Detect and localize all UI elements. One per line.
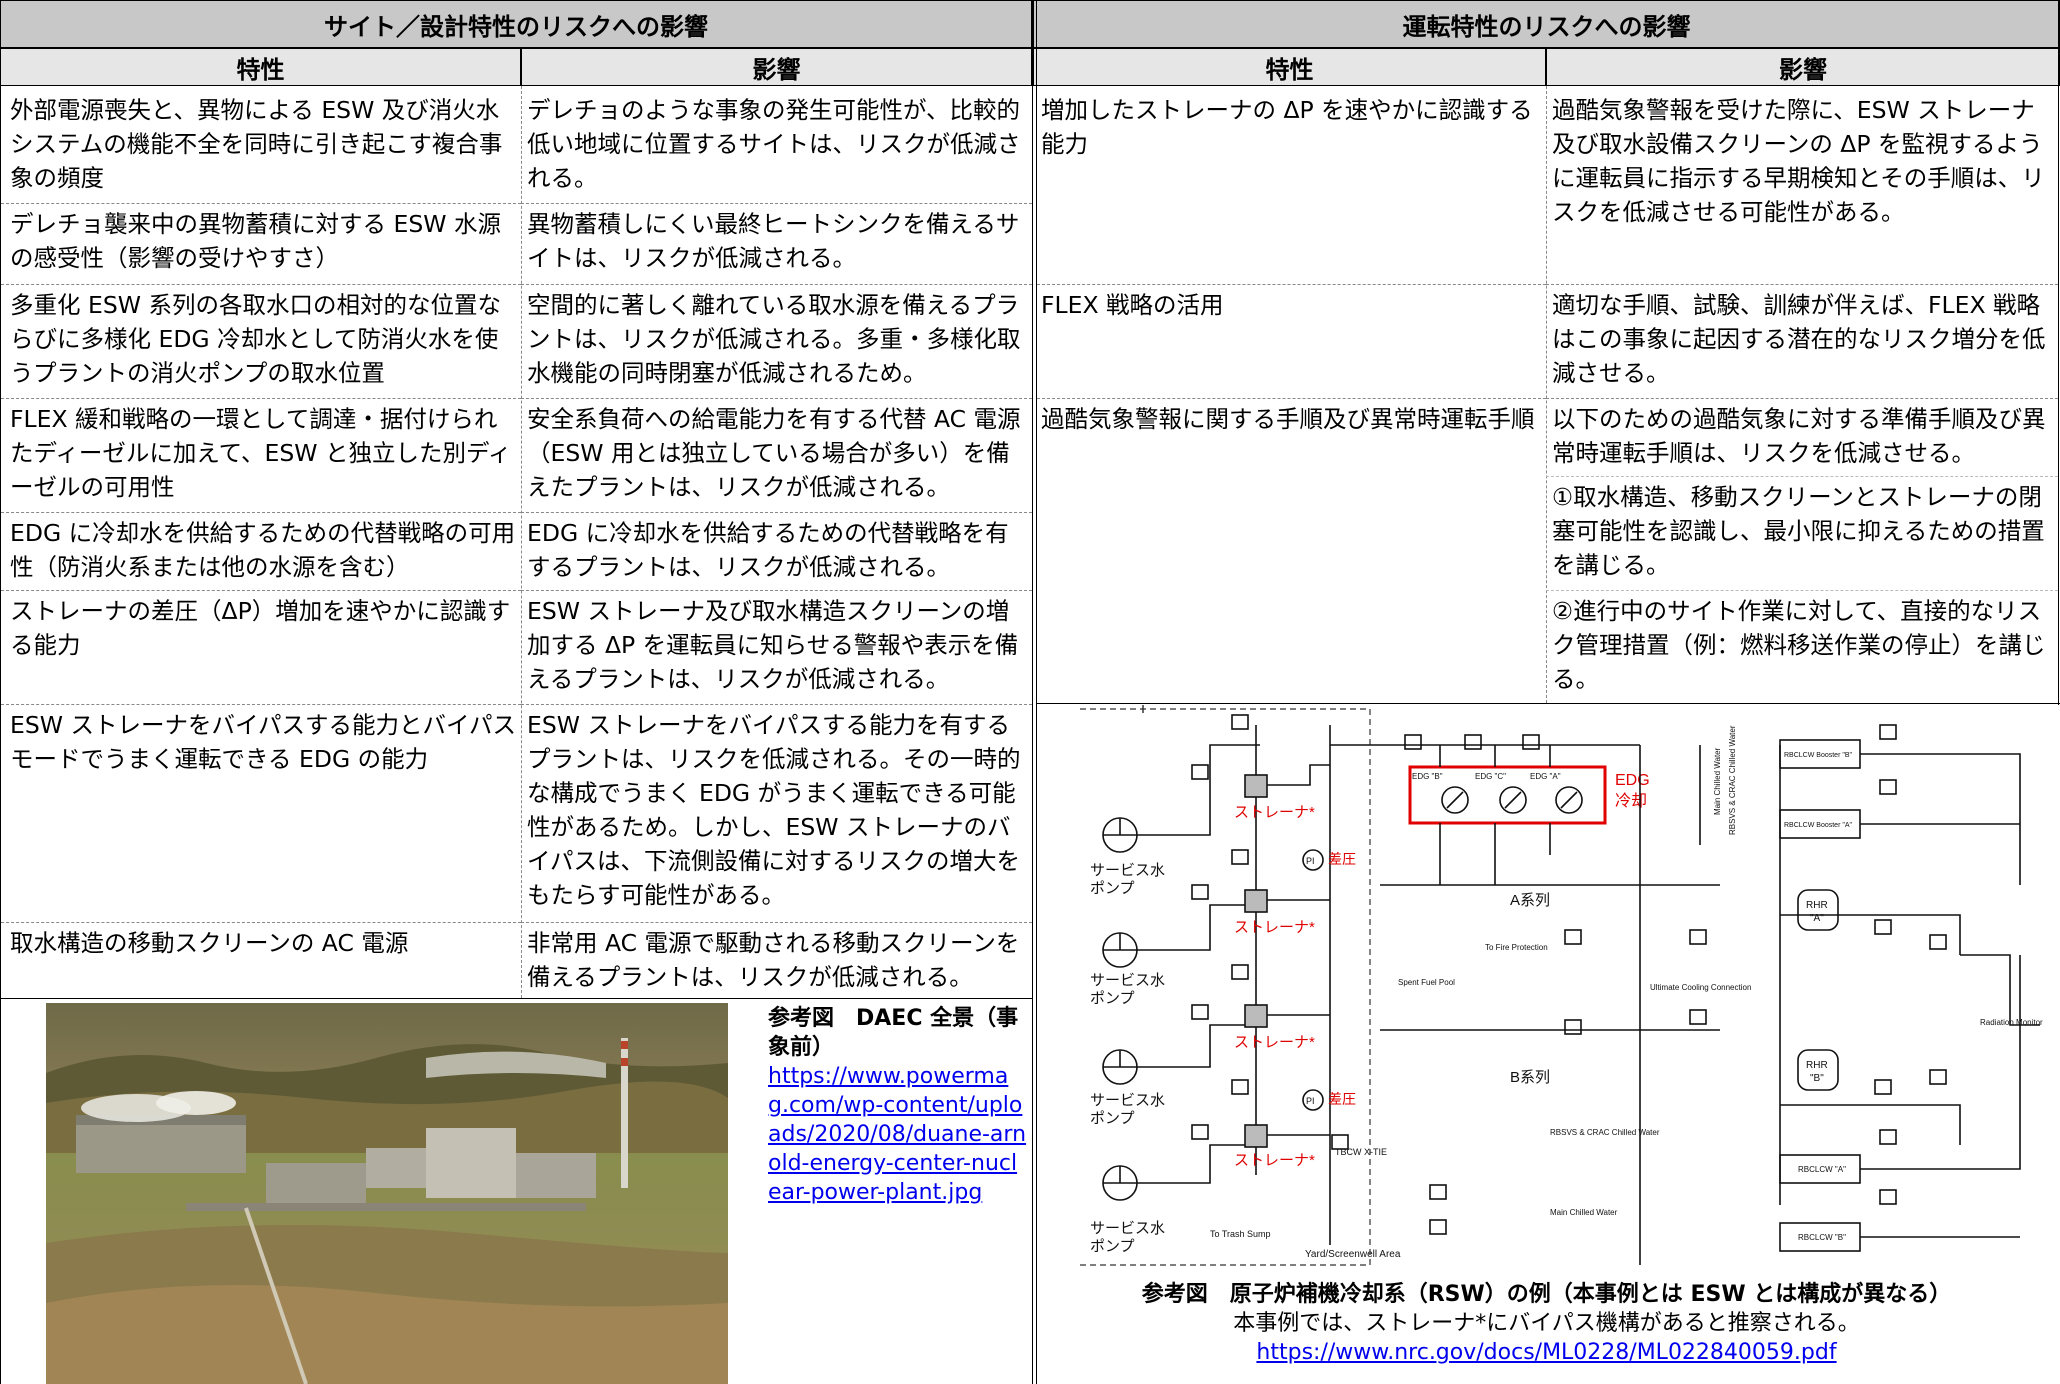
- pump-label-4b: ポンプ: [1090, 1238, 1135, 1255]
- left-row-8-characteristic: 取水構造の移動スクリーンの AC 電源: [1, 922, 521, 998]
- pump-label-3b: ポンプ: [1090, 1110, 1135, 1127]
- rhr-a-label-2: "A": [1810, 913, 1824, 924]
- vert-rbsvs: RBSVS & CRAC Chilled Water: [1728, 725, 1737, 835]
- right-col-characteristic-header: 特性: [1033, 48, 1546, 86]
- rhr-b-label-2: "B": [1810, 1073, 1824, 1084]
- left-row-4-characteristic: FLEX 緩和戦略の一環として調達・据付けられたディーゼルに加えて、ESW と独…: [1, 398, 521, 509]
- right-row-3-characteristic: 過酷気象警報に関する手順及び異常時運転手順: [1037, 398, 1546, 703]
- left-row-2-characteristic: デレチョ襲来中の異物蓄積に対する ESW 水源の感受性（影響の受けやすさ）: [1, 203, 521, 278]
- rbclcw-bb-label: RBCLCW Booster "B": [1784, 752, 1853, 759]
- section-divider: [1032, 0, 1033, 1384]
- rhr-b: [1797, 1049, 1839, 1091]
- left-row-3-impact: 空間的に著しく離れている取水源を備えるプラントは、リスクが低減される。多重・多様…: [521, 284, 1032, 395]
- rbsvs-label: RBSVS & CRAC Chilled Water: [1550, 1128, 1660, 1137]
- left-row-1-impact: デレチョのような事象の発生可能性が、比較的低い地域に位置するサイトは、リスクが低…: [527, 96, 1021, 192]
- right-section-title: 運転特性のリスクへの影響: [1033, 0, 2060, 48]
- rsw-system-diagram: Yard/Screenwell Area サービス水 ポンプ サービス水 ポンプ…: [1049, 705, 2050, 1275]
- photo-caption-title: 参考図 DAEC 全景（事象前）: [768, 1006, 1019, 1060]
- pump-label-3a: サービス水: [1090, 1092, 1165, 1109]
- right-row-3-impact-item2: ②進行中のサイト作業に対して、直接的なリスク管理措置（例：燃料移送作業の停止）を…: [1546, 590, 2058, 702]
- rad-label: Radiation Monitor: [1980, 1018, 2043, 1027]
- rhr-a-label-1: RHR: [1806, 900, 1828, 911]
- left-row-7-impact: ESW ストレーナをバイパスする能力を有するプラントは、リスクを低減される。その…: [521, 704, 1032, 922]
- diagram-caption-title: 参考図 原子炉補機冷却系（RSW）の例（本事例とは ESW とは構成が異なる）: [1141, 1282, 1952, 1307]
- diagram-caption: 参考図 原子炉補機冷却系（RSW）の例（本事例とは ESW とは構成が異なる） …: [1033, 1280, 2060, 1367]
- right-col-divider: [1546, 86, 1547, 703]
- fire-label: To Fire Protection: [1485, 943, 1548, 952]
- strainer-label-2: ストレーナ*: [1234, 919, 1315, 936]
- right-col-impact-header: 影響: [1546, 48, 2060, 86]
- left-row-5-characteristic: EDG に冷却水を供給するための代替戦略の可用性（防消火系または他の水源を含む）: [1, 512, 521, 588]
- train-b-label: B系列: [1510, 1069, 1550, 1086]
- pi-1: PI: [1306, 856, 1315, 866]
- left-section-title: サイト／設計特性のリスクへの影響: [0, 0, 1032, 48]
- left-row-8-impact: 非常用 AC 電源で駆動される移動スクリーンを備えるプラントは、リスクが低減され…: [521, 922, 1032, 998]
- yard-label: Yard/Screenwell Area: [1305, 1249, 1401, 1260]
- diagram-source-link[interactable]: https://www.nrc.gov/docs/ML0228/ML022840…: [1256, 1340, 1837, 1365]
- section-divider-2: [1036, 0, 1037, 1384]
- pi-2: PI: [1306, 1096, 1315, 1106]
- edg-highlight-box: [1408, 765, 1607, 825]
- left-row-7-characteristic: ESW ストレーナをバイパスする能力とバイパスモードでうまく運転できる EDG …: [1, 704, 521, 922]
- left-col-characteristic-header: 特性: [0, 48, 521, 86]
- mo-valves: [1191, 714, 1947, 1235]
- rbclcw-a-label: RBCLCW "A": [1798, 1165, 1846, 1174]
- left-row-4-impact: 安全系負荷への給電能力を有する代替 AC 電源（ESW 用とは独立している場合が…: [521, 398, 1032, 509]
- left-row-3-characteristic: 多重化 ESW 系列の各取水口の相対的な位置ならびに多様化 EDG 冷却水として…: [1, 284, 521, 395]
- rhr-b-label-1: RHR: [1806, 1060, 1828, 1071]
- dp-label-1: 差圧: [1328, 851, 1356, 867]
- pump-label-2a: サービス水: [1090, 972, 1165, 989]
- left-row-2-impact: 異物蓄積しにくい最終ヒートシンクを備えるサイトは、リスクが低減される。: [521, 203, 1032, 278]
- tbcw-label: TBCW X-TIE: [1335, 1147, 1387, 1157]
- strainer-label-3: ストレーナ*: [1234, 1034, 1315, 1051]
- left-row-1-characteristic: 外部電源喪失と、異物による ESW 及び消火水システムの機能不全を同時に引き起こ…: [10, 96, 503, 192]
- left-col-divider: [521, 86, 522, 998]
- left-table-bottom: [0, 998, 1032, 999]
- vert-main-chilled: Main Chilled Water: [1713, 747, 1722, 815]
- rbclcw-ba-label: RBCLCW Booster "A": [1784, 822, 1853, 829]
- pump-label-1a: サービス水: [1090, 862, 1165, 879]
- right-row-3-impact: 以下のための過酷気象に対する準備手順及び異常時運転手順は、リスクを低減させる。: [1546, 398, 2058, 472]
- right-row-2-characteristic: FLEX 戦略の活用: [1037, 284, 1546, 394]
- main-chilled-label: Main Chilled Water: [1550, 1208, 1618, 1217]
- plant-aerial-photo: [46, 1003, 728, 1384]
- left-row-6-characteristic: ストレーナの差圧（ΔP）増加を速やかに認識する能力: [1, 590, 521, 702]
- strainer-label-1: ストレーナ*: [1234, 804, 1315, 821]
- right-row-2-impact: 適切な手順、試験、訓練が伴えば、FLEX 戦略はこの事象に起因する潜在的なリスク…: [1546, 284, 2058, 394]
- left-col-impact-header: 影響: [521, 48, 1032, 86]
- spent-label: Spent Fuel Pool: [1398, 978, 1455, 987]
- edg-cool-label-2: 冷却: [1615, 792, 1647, 810]
- right-row-1-characteristic: 増加したストレーナの ΔP を速やかに認識する能力: [1041, 96, 1533, 158]
- rbclcw-b-label: RBCLCW "B": [1798, 1233, 1846, 1242]
- strainer-label-4: ストレーナ*: [1234, 1152, 1315, 1169]
- edg-cool-label-1: EDG: [1615, 772, 1650, 789]
- diagram-caption-note: 本事例では、ストレーナ*にバイパス機構があると推察される。: [1233, 1311, 1860, 1336]
- photo-caption: 参考図 DAEC 全景（事象前） https://www.powermag.co…: [768, 1004, 1028, 1207]
- photo-source-link[interactable]: https://www.powermag.com/wp-content/uplo…: [768, 1064, 1027, 1205]
- pump-label-4a: サービス水: [1090, 1220, 1165, 1237]
- edg-b-label: EDG "B": [1412, 772, 1443, 781]
- left-border: [0, 48, 1, 1384]
- dp-label-2: 差圧: [1328, 1091, 1356, 1107]
- edg-a-label: EDG "A": [1530, 772, 1561, 781]
- trash-label: To Trash Sump: [1210, 1229, 1271, 1239]
- pump-label-1b: ポンプ: [1090, 880, 1135, 897]
- right-row-3-impact-item1: ①取水構造、移動スクリーンとストレーナの閉塞可能性を認識し、最小限に抑えるための…: [1546, 476, 2058, 588]
- ucc-label: Ultimate Cooling Connection: [1650, 983, 1751, 992]
- edg-c-label: EDG "C": [1475, 772, 1506, 781]
- rhr-a: [1797, 889, 1839, 931]
- left-row-6-impact: ESW ストレーナ及び取水構造スクリーンの増加する ΔP を運転員に知らせる警報…: [521, 590, 1032, 702]
- left-row-5-impact: EDG に冷却水を供給するための代替戦略を有するプラントは、リスクが低減される。: [521, 512, 1032, 588]
- train-a-label: A系列: [1510, 892, 1550, 909]
- right-row-1-impact: 過酷気象警報を受けた際に、ESW ストレーナ及び取水設備スクリーンの ΔP を監…: [1552, 96, 2045, 226]
- pump-label-2b: ポンプ: [1090, 990, 1135, 1007]
- right-table-bottom: [1036, 703, 2060, 704]
- right-border: [2058, 0, 2059, 705]
